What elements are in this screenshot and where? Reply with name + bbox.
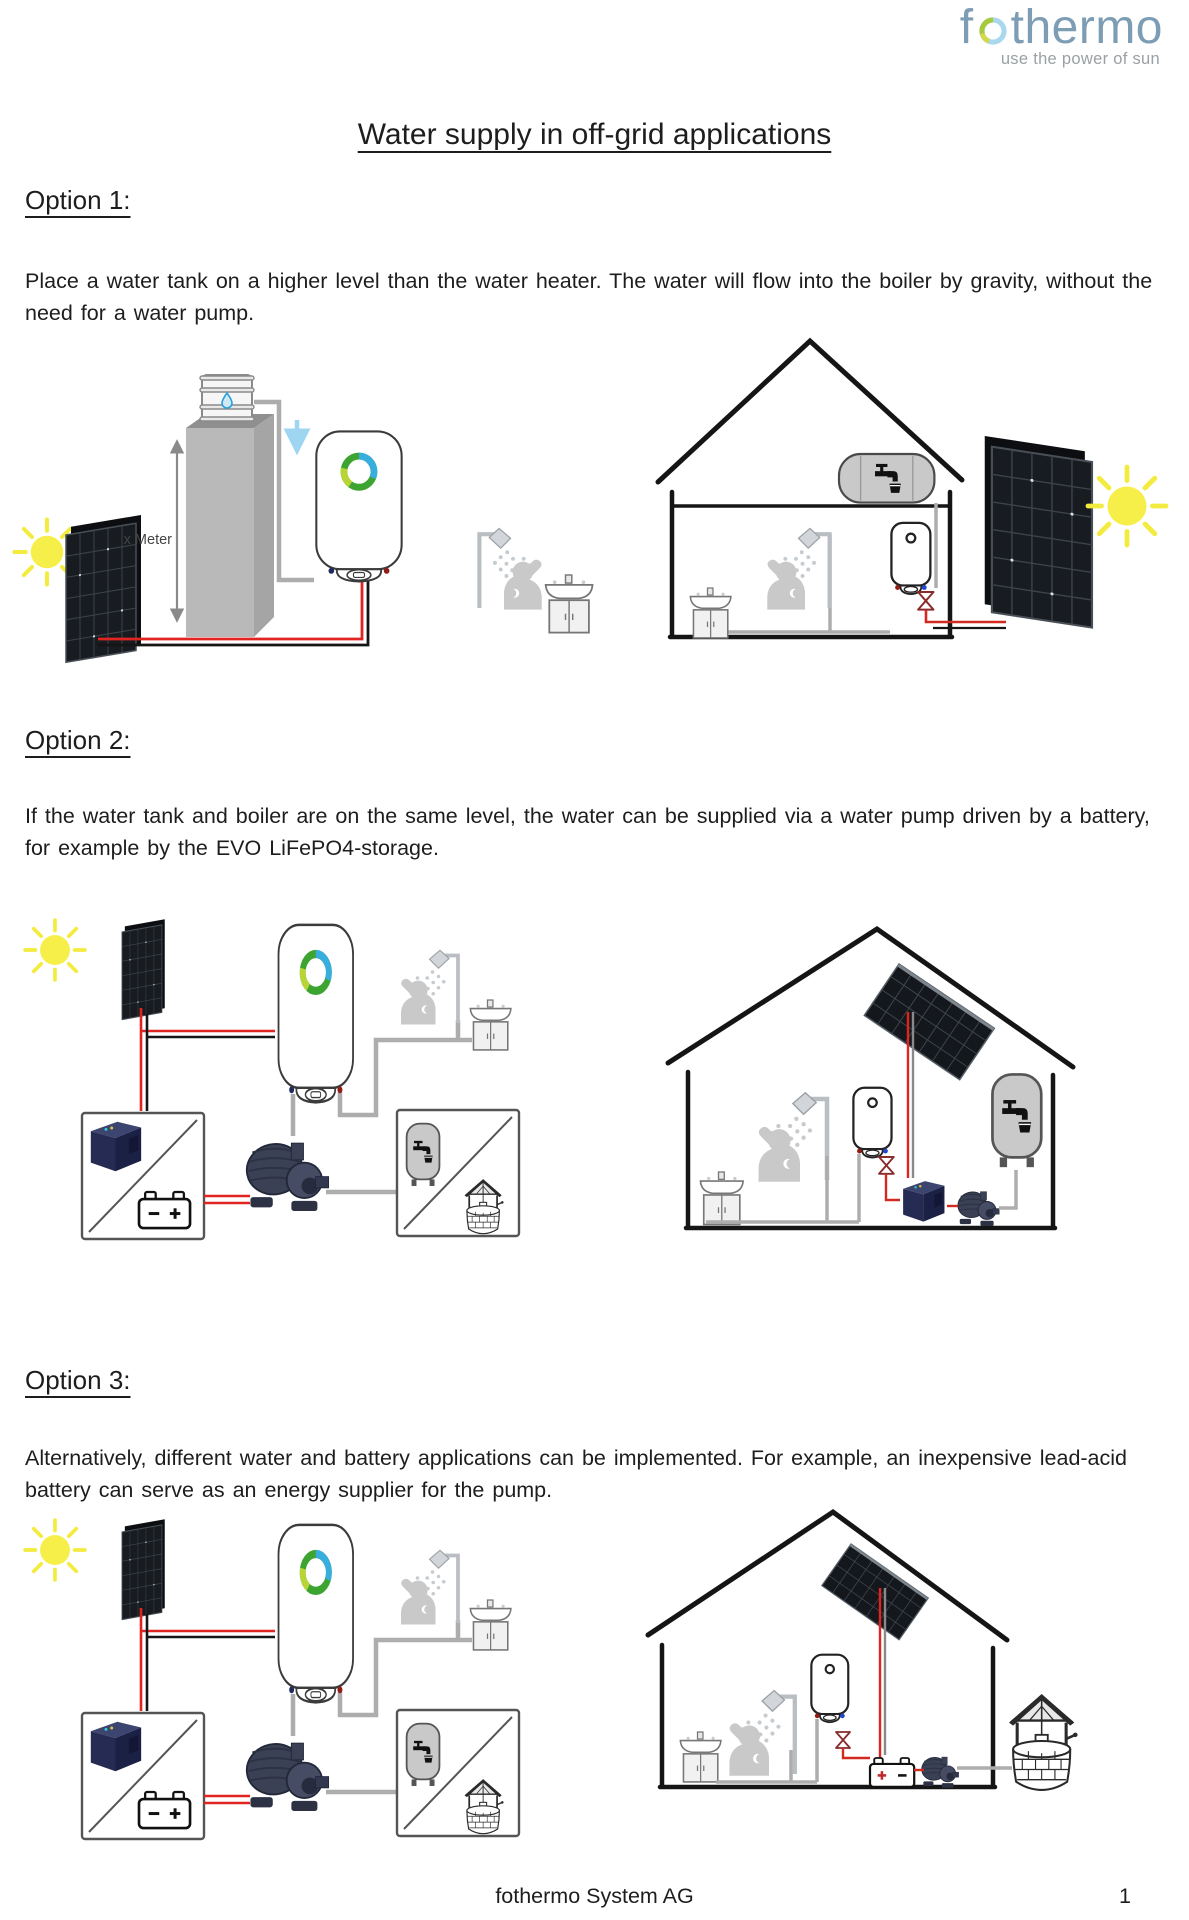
- option-1-paragraph: Place a water tank on a higher level tha…: [25, 268, 1153, 325]
- solar-panels-icon: [983, 434, 1094, 629]
- water-well-icon: [1007, 1692, 1080, 1792]
- valve-icon: [917, 591, 935, 611]
- shower-icon: [767, 528, 829, 609]
- option-1-diagram: x Meter: [12, 337, 1189, 664]
- pv-wires: [878, 1588, 887, 1758]
- sink-icon: [689, 587, 732, 639]
- wall-boiler-icon: [810, 1653, 850, 1724]
- water-tank-icon: [199, 374, 255, 422]
- shower-icon: [759, 1093, 827, 1182]
- sun-icon: [1088, 467, 1166, 545]
- house-outline: [645, 1508, 1010, 1790]
- roof-solar-panel-icon: [821, 1543, 929, 1641]
- wall-boiler-icon: [890, 521, 932, 596]
- boiler-icon: [316, 431, 401, 581]
- logo-suffix: thermo: [1010, 1, 1163, 54]
- evo-battery-icon: [903, 1181, 945, 1222]
- gravity-pipe: [254, 399, 314, 583]
- wall-boiler-icon: [852, 1086, 893, 1159]
- roof-solar-panel-icon: [863, 963, 996, 1081]
- shower-icon: [479, 528, 541, 609]
- option-3-paragraph: Alternatively, different water and batte…: [25, 1445, 1127, 1502]
- option-2-paragraph: If the water tank and boiler are on the …: [25, 803, 1150, 860]
- height-label: x Meter: [124, 532, 173, 548]
- option-3-diagram: [0, 1508, 1080, 1850]
- lead-acid-battery-icon: [868, 1756, 916, 1789]
- option-3-heading: Option 3:: [25, 1364, 131, 1395]
- valve-icon: [835, 1731, 851, 1749]
- elevated-tank-pedestal: [186, 414, 274, 637]
- offgrid-system-icon: [25, 919, 519, 1239]
- logo-tagline: use the power of sun: [1000, 50, 1160, 68]
- house-outline: [665, 925, 1076, 1231]
- house-pipes: [706, 1154, 1018, 1224]
- footer-page-number: 1: [1119, 1884, 1131, 1908]
- sink-icon: [699, 1171, 744, 1226]
- water-pump-icon: [919, 1754, 960, 1789]
- option-2-heading: Option 2:: [25, 724, 131, 755]
- house-pipes: [714, 534, 1006, 634]
- page-title: Water supply in off-grid applications: [357, 118, 832, 152]
- option-2-diagram: [0, 900, 1076, 1265]
- valve-icon: [878, 1156, 895, 1175]
- water-pump-icon: [955, 1188, 1000, 1227]
- house-pipes: [716, 1719, 1012, 1784]
- sink-icon: [679, 1731, 722, 1783]
- logo-prefix: f: [959, 1, 974, 54]
- logo-o-icon: [979, 17, 1007, 45]
- attic-tank-icon: [839, 454, 934, 503]
- water-tank-icon: [992, 1074, 1041, 1167]
- footer-company: fothermo System AG: [495, 1884, 694, 1908]
- shower-icon: [729, 1691, 794, 1776]
- offgrid-system-icon: [25, 1519, 519, 1839]
- pv-wires: [906, 1012, 915, 1178]
- sink-icon: [544, 574, 594, 634]
- pv-wires: [98, 576, 370, 647]
- option-1-heading: Option 1:: [25, 184, 131, 215]
